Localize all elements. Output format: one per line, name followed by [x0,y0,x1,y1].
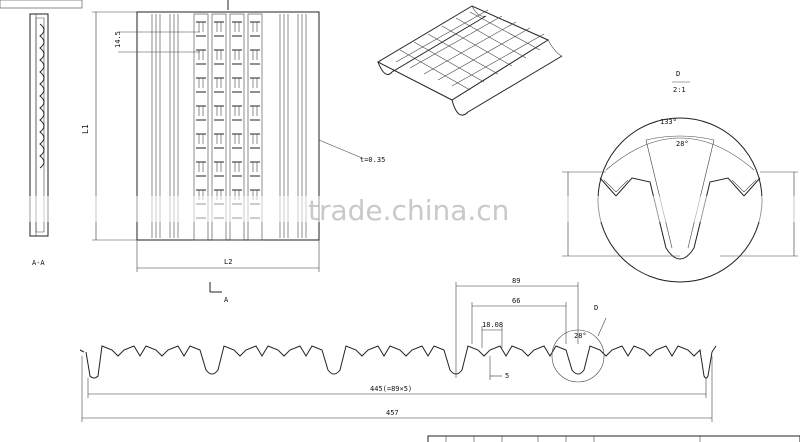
profile-angle: 28° [574,332,587,340]
plan-thickness: t=0.35 [360,156,385,164]
profile-dim-5: 5 [505,372,509,380]
isometric-view [376,5,563,116]
detail-angle-inner: 28° [676,140,689,148]
profile-dim-66: 66 [512,297,520,305]
watermark: trade.china.cn [308,194,509,227]
plan-view: L1 L2 14.5 t=0.35 [81,0,385,304]
plan-dim-pitch: 14.5 [114,31,122,48]
plan-dim-l1: L1 [81,124,90,134]
profile-view: D 28° 89 66 18.08 5 445(=89×5) 457 [79,277,717,422]
detail-view-d: D 2:1 133° 28° [562,70,798,283]
section-marker: A [224,296,229,304]
section-label: A-A [32,259,45,267]
profile-dim-89: 89 [512,277,520,285]
plan-dim-l2: L2 [224,258,232,266]
watermark-band: trade.china.cn [20,194,800,227]
profile-dim-457: 457 [386,409,399,417]
profile-dim-1808: 18.08 [482,321,503,329]
section-view-aa: A-A [0,0,83,267]
detail-angle-outer: 133° [660,118,677,126]
title-block [427,435,800,442]
profile-detail-callout: D [594,304,598,312]
detail-title: D [676,70,680,78]
detail-scale: 2:1 [673,86,686,94]
profile-dim-445: 445(=89×5) [370,385,412,393]
